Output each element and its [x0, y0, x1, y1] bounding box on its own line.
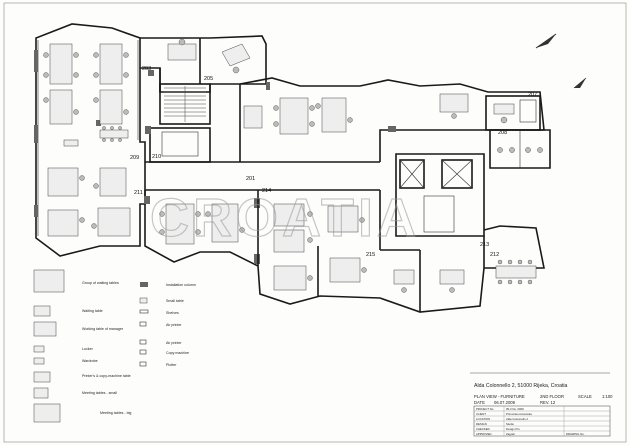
- room-211-label: 211: [134, 190, 143, 196]
- top-offices: 203 205: [140, 35, 267, 93]
- workstations-left: [43, 43, 131, 237]
- room-209-label: 209: [130, 155, 139, 161]
- watermark-text: CROATIA: [150, 188, 420, 248]
- date-label: DATE: [474, 400, 485, 405]
- room-205-label: 205: [204, 76, 213, 82]
- legend-item-2: Waiting table: [82, 309, 103, 313]
- sheet-border: [3, 2, 627, 443]
- tb-row5-value: Design Pro: [506, 427, 520, 431]
- workstations-lower: [159, 203, 465, 293]
- upper-centre-wing: 207 208: [239, 77, 551, 169]
- floor-text: 2ND FLOOR: [540, 394, 564, 399]
- tb-row2-value: Primorsko-Goranska: [506, 412, 532, 416]
- title-block: Alda Colonnello 2, 51000 Rijeka, Croatia…: [470, 372, 613, 437]
- legend-item-4: Locker: [82, 347, 94, 351]
- legend-symbols-left: [33, 269, 65, 423]
- legend-item-7: Meeting tables - small: [82, 391, 117, 395]
- legend-symbols-right: [139, 282, 149, 367]
- legend-item-13: Air printer: [166, 341, 182, 345]
- corridor-201: 201 209 211: [130, 155, 380, 196]
- tb-row3-value: Alda Colonnello 2: [506, 417, 528, 421]
- legend-item-8: Meeting tables - big: [100, 411, 131, 415]
- tb-row5-label: CHECKED: [476, 427, 490, 431]
- room-210-label: 210: [152, 154, 161, 160]
- plan-view-text: PLAN VIEW - FURNITURE: [474, 394, 525, 399]
- tb-row4-value: Studio: [506, 422, 514, 426]
- room-201-label: 201: [246, 176, 255, 182]
- address-text: Alda Colonnello 2, 51000 Rijeka, Croatia: [474, 383, 568, 389]
- legend-item-14: Copy machine: [166, 351, 189, 355]
- legend: Group of waiting tables Waiting table Wo…: [33, 269, 196, 423]
- meeting-tables-left: [63, 126, 129, 147]
- tb-row1-value: 05-3 No. 0009: [506, 407, 524, 411]
- legend-item-3: Working table of manager: [82, 327, 124, 331]
- room-207-label: 207: [528, 92, 537, 98]
- drawing-number-label: DRAWING No.: [566, 432, 585, 436]
- tb-row4-label: DESIGN: [476, 422, 487, 426]
- tb-row6-value: Zagreb: [506, 432, 515, 436]
- room-203-label: 203: [142, 66, 151, 72]
- lower-centre-wing: 214 215: [144, 188, 485, 313]
- scale-value: 1:100: [602, 394, 613, 399]
- stair-core: 210: [145, 83, 211, 163]
- north-arrow-icon: [535, 33, 587, 89]
- tb-row1-label: PROJECT No.: [476, 407, 494, 411]
- date-value: 06.07.2009: [494, 400, 516, 405]
- legend-item-1: Group of waiting tables: [82, 281, 119, 285]
- legend-item-5: Wardrobe: [82, 359, 98, 363]
- revision-text: REV. 12: [540, 400, 556, 405]
- tb-row6-label: APPROVED: [476, 432, 492, 436]
- workstations-upper: [243, 93, 469, 135]
- room-214-label: 214: [262, 188, 271, 194]
- scale-label: SCALE: [578, 394, 592, 399]
- legend-item-12: Air printer: [166, 323, 182, 327]
- legend-item-6: Printer's & copy-machine table: [82, 374, 131, 378]
- legend-item-10: Small table: [166, 299, 184, 303]
- left-wing: [34, 23, 146, 257]
- room-208-label: 208: [498, 130, 507, 136]
- legend-item-11: Shelves: [166, 311, 179, 315]
- tb-row3-label: LOCATION: [476, 417, 490, 421]
- legend-item-15: Plotter: [166, 363, 177, 367]
- room-212-label: 212: [490, 252, 499, 258]
- room-215-label: 215: [366, 252, 375, 258]
- legend-item-9: Installation column: [166, 283, 196, 287]
- tb-row2-label: CLIENT: [476, 412, 486, 416]
